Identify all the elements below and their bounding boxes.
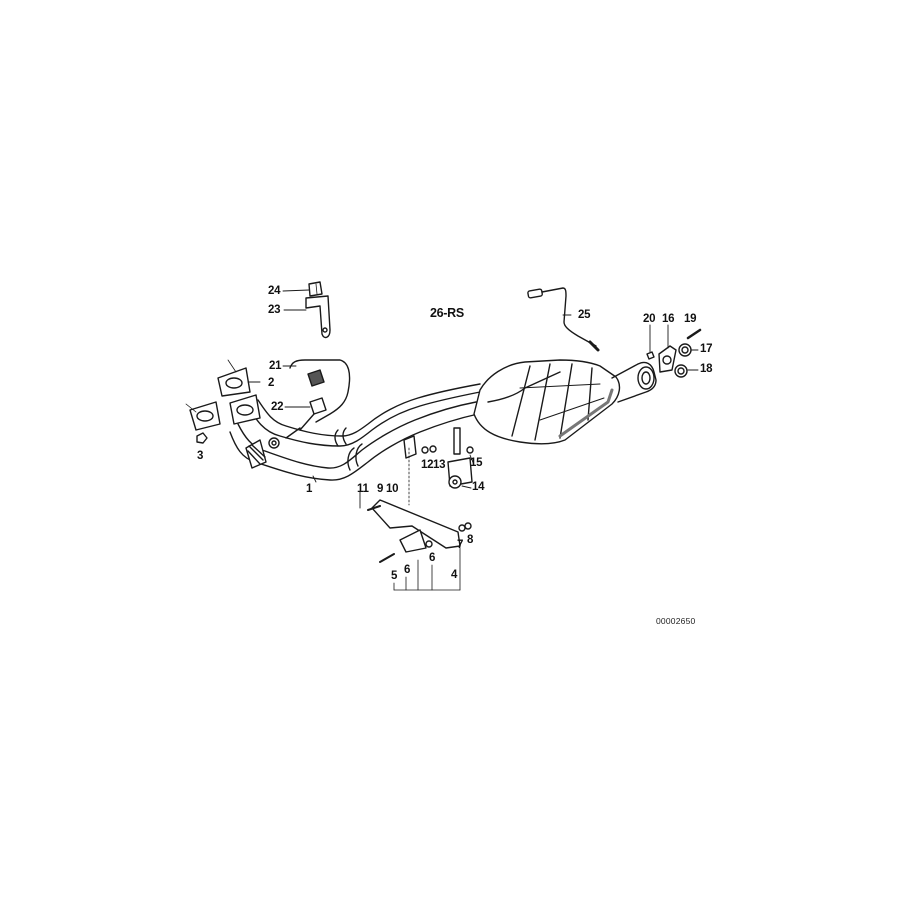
callout-14[interactable]: 14 bbox=[472, 481, 485, 493]
callout-3[interactable]: 3 bbox=[197, 450, 204, 462]
diagram-title: 26-RS bbox=[430, 306, 464, 320]
callout-10[interactable]: 10 bbox=[386, 483, 399, 495]
callout-6b[interactable]: 6 bbox=[429, 552, 436, 564]
callout-15[interactable]: 15 bbox=[470, 457, 483, 469]
callout-7[interactable]: 7 bbox=[457, 539, 464, 551]
callout-6a[interactable]: 6 bbox=[404, 564, 411, 576]
support-bracket-plate bbox=[367, 447, 472, 591]
callout-16[interactable]: 16 bbox=[662, 313, 675, 325]
catalytic-converter bbox=[473, 359, 657, 445]
callout-19[interactable]: 19 bbox=[684, 313, 697, 325]
callout-23[interactable]: 23 bbox=[268, 304, 281, 316]
callout-18[interactable]: 18 bbox=[700, 363, 713, 375]
manifold-gaskets bbox=[185, 359, 261, 444]
callout-4[interactable]: 4 bbox=[451, 569, 458, 581]
bracket-assembly bbox=[305, 281, 331, 339]
rear-flange-parts bbox=[646, 328, 702, 378]
front-pipe bbox=[229, 383, 481, 481]
callout-9[interactable]: 9 bbox=[377, 483, 384, 495]
oxygen-sensor-front bbox=[285, 359, 351, 439]
callout-11[interactable]: 11 bbox=[357, 483, 369, 495]
callout-12[interactable]: 12 bbox=[421, 459, 434, 471]
callout-8[interactable]: 8 bbox=[467, 534, 474, 546]
hanger-mount bbox=[403, 427, 474, 489]
callout-24[interactable]: 24 bbox=[268, 285, 281, 297]
diagram-reference-code: 00002650 bbox=[656, 616, 696, 626]
callout-22[interactable]: 22 bbox=[271, 401, 284, 413]
oxygen-sensor-rear bbox=[527, 287, 600, 352]
callout-leaders bbox=[247, 289, 699, 509]
callout-17[interactable]: 17 bbox=[700, 343, 713, 355]
callout-25[interactable]: 25 bbox=[578, 309, 591, 321]
callout-20[interactable]: 20 bbox=[643, 313, 656, 325]
callout-5[interactable]: 5 bbox=[391, 570, 398, 582]
callout-13[interactable]: 13 bbox=[433, 459, 446, 471]
callout-1[interactable]: 1 bbox=[306, 483, 313, 495]
callout-2[interactable]: 2 bbox=[268, 377, 275, 389]
callout-21[interactable]: 21 bbox=[269, 360, 282, 372]
